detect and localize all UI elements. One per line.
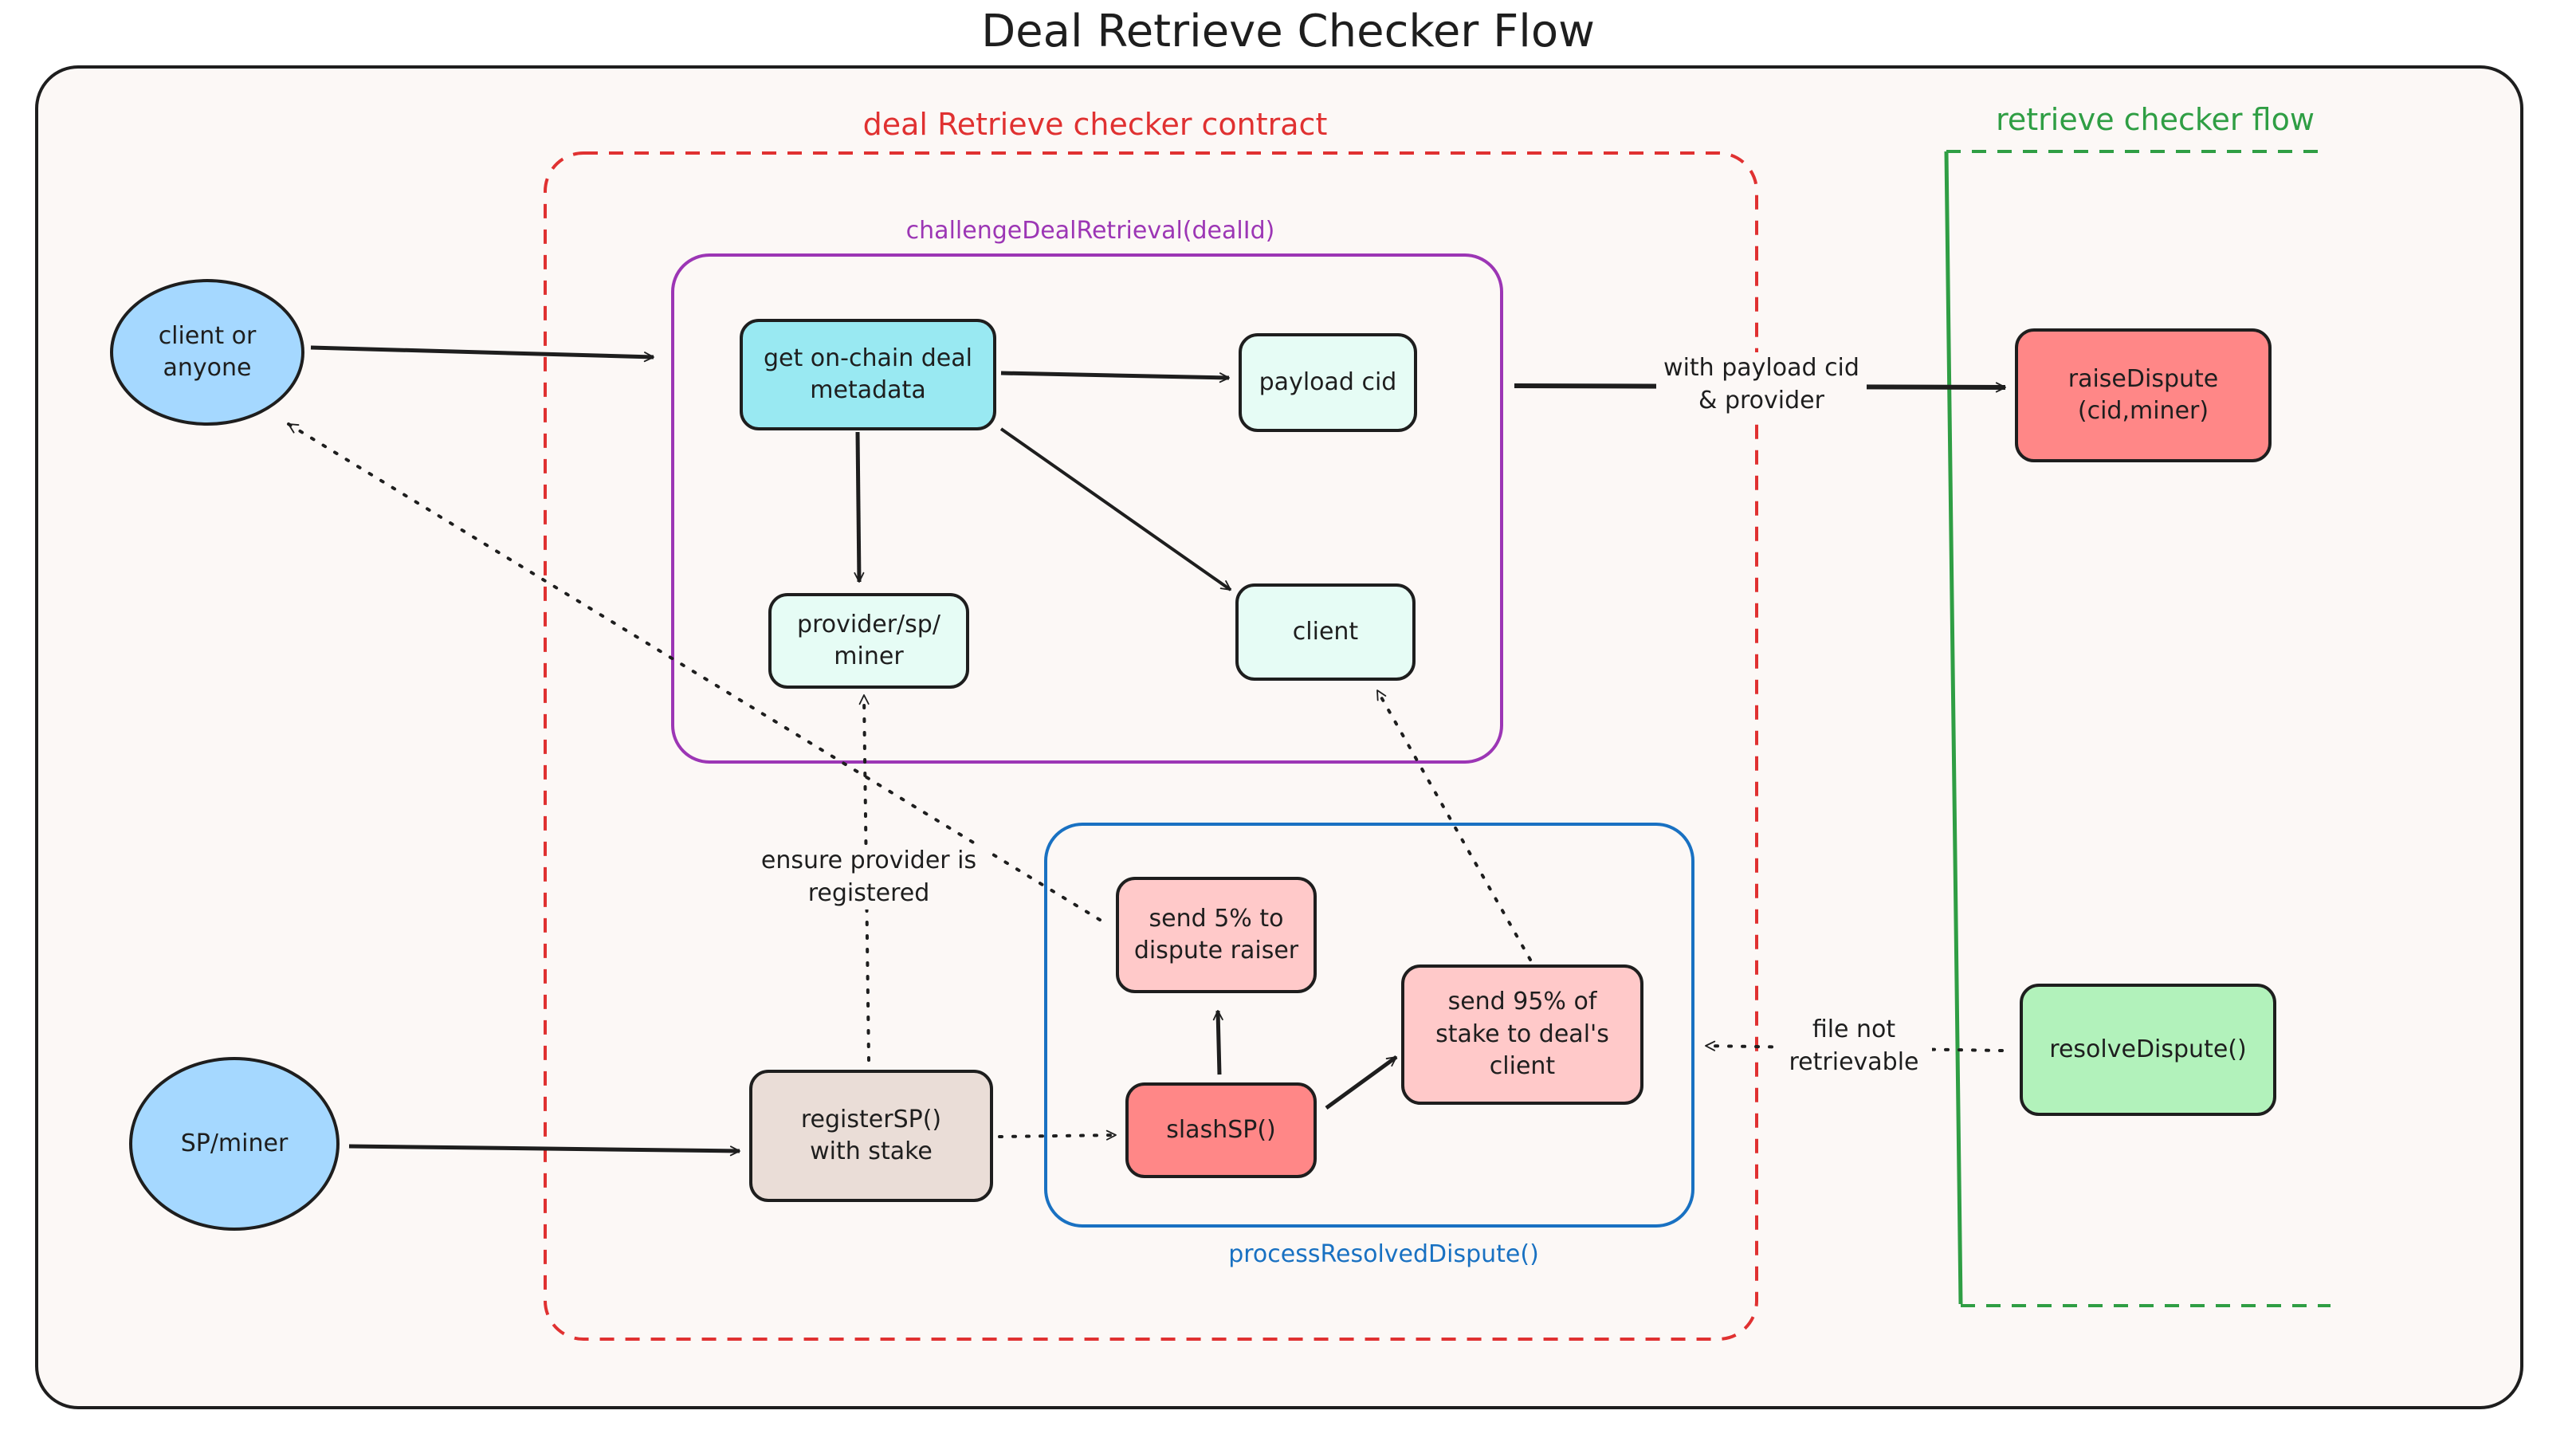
arrow-metadata-to-client bbox=[999, 427, 1232, 591]
payload-cid-label: payload cid bbox=[1259, 367, 1397, 396]
slash-sp-node[interactable]: slashSP() bbox=[1125, 1082, 1317, 1178]
with-payload-label: with payload cid & provider bbox=[1656, 352, 1867, 417]
ensure-provider-label: ensure provider is registered bbox=[749, 845, 988, 909]
send-5-node[interactable]: send 5% to dispute raiser bbox=[1116, 877, 1317, 993]
resolve-dispute-node[interactable]: resolveDispute() bbox=[2020, 984, 2276, 1116]
arrow-metadata-to-payload bbox=[1000, 371, 1230, 383]
client-or-anyone-node[interactable]: client or anyone bbox=[110, 279, 304, 426]
arrow-slash-to-send95 bbox=[1325, 1055, 1398, 1110]
get-metadata-label: get on-chain deal metadata bbox=[764, 344, 972, 405]
client-node[interactable]: client bbox=[1235, 583, 1416, 681]
provider-label: provider/sp/ miner bbox=[797, 610, 940, 671]
raise-dispute-node[interactable]: raiseDispute (cid,miner) bbox=[2015, 328, 2272, 462]
arrow-send5-to-client-or-anyone bbox=[287, 422, 1101, 921]
challenge-group-label: challengeDealRetrieval(dealId) bbox=[905, 217, 1275, 245]
contract-group-label: deal Retrieve checker contract bbox=[862, 107, 1328, 142]
resolve-dispute-label: resolveDispute() bbox=[2049, 1035, 2247, 1063]
client-or-anyone-label: client or anyone bbox=[158, 321, 257, 383]
contract-group bbox=[544, 151, 1758, 1341]
payload-cid-node[interactable]: payload cid bbox=[1239, 333, 1417, 432]
arrow-slash-to-send5 bbox=[1212, 1010, 1223, 1075]
arrow-metadata-to-provider bbox=[854, 431, 865, 583]
file-not-retrievable-label: file not retrievable bbox=[1776, 1014, 1932, 1078]
slash-sp-label: slashSP() bbox=[1166, 1115, 1276, 1144]
get-metadata-node[interactable]: get on-chain deal metadata bbox=[740, 319, 996, 430]
raise-dispute-label: raiseDispute (cid,miner) bbox=[2067, 364, 2219, 426]
arrow-sp-to-register bbox=[348, 1144, 740, 1157]
send-95-label: send 95% of stake to deal's client bbox=[1435, 988, 1609, 1081]
provider-node[interactable]: provider/sp/ miner bbox=[768, 593, 969, 689]
sp-miner-label: SP/miner bbox=[180, 1129, 289, 1157]
register-sp-node[interactable]: registerSP() with stake bbox=[749, 1070, 993, 1202]
flow-group-label: retrieve checker flow bbox=[1996, 102, 2315, 137]
outer-frame bbox=[35, 65, 2523, 1409]
register-sp-label: registerSP() with stake bbox=[800, 1105, 942, 1166]
process-group bbox=[1044, 823, 1694, 1228]
sp-miner-node[interactable]: SP/miner bbox=[129, 1057, 340, 1231]
arrow-client-to-challenge bbox=[310, 345, 654, 363]
send-5-label: send 5% to dispute raiser bbox=[1133, 904, 1299, 965]
arrow-send95-to-client bbox=[1376, 689, 1532, 961]
send-95-node[interactable]: send 95% of stake to deal's client bbox=[1401, 964, 1643, 1105]
process-group-label: processResolvedDispute() bbox=[1228, 1240, 1539, 1268]
client-label: client bbox=[1292, 617, 1359, 646]
diagram-title: Deal Retrieve Checker Flow bbox=[981, 6, 1595, 57]
challenge-group bbox=[671, 253, 1503, 764]
arrow-register-to-slash bbox=[998, 1129, 1117, 1141]
flow-lane-line bbox=[1944, 151, 1963, 1305]
